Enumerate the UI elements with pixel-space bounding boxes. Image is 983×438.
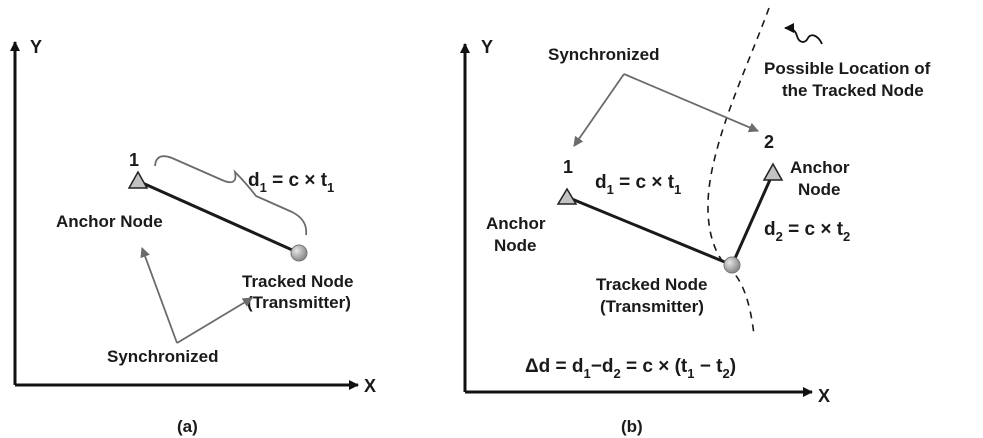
tracked-node-circle (723, 256, 741, 274)
anchor-node-label: Anchor Node (56, 212, 163, 231)
distance-2-equation: d2 = c × t2 (764, 219, 850, 244)
tracked-node-circle (290, 244, 308, 262)
anchor-node-triangle (127, 170, 149, 189)
synchronized-label: Synchronized (107, 347, 218, 366)
caption-a: (a) (177, 417, 198, 436)
caption-b: (b) (621, 417, 643, 436)
x-axis-label: X (364, 376, 376, 396)
anchor-node-1-triangle (556, 187, 578, 205)
squiggle-arrow (784, 23, 823, 45)
distance-brace (154, 155, 308, 236)
y-axis-label: Y (30, 37, 42, 57)
distance-line-1 (566, 195, 733, 267)
anchor-1-sublabel: Node (494, 236, 537, 255)
anchor-1-label: Anchor (486, 214, 546, 233)
hyperbola-curve (707, 7, 770, 336)
tracked-node-sublabel: (Transmitter) (247, 293, 351, 312)
distance-line (137, 179, 300, 255)
tracked-node-label: Tracked Node (596, 275, 708, 294)
anchor-node-2-triangle (762, 162, 784, 181)
y-axis-label: Y (481, 37, 493, 57)
delta-d-equation: Δd = d1−d2 = c × (t1 − t2) (525, 356, 736, 381)
sync-arrow-to-tracked (176, 297, 253, 344)
anchor-2-number: 2 (764, 132, 774, 152)
tracked-node-sublabel: (Transmitter) (600, 297, 704, 316)
possible-location-label: Possible Location of (764, 59, 931, 78)
possible-location-sublabel: the Tracked Node (782, 81, 924, 100)
tracked-node-label: Tracked Node (242, 272, 354, 291)
anchor-1-number: 1 (563, 157, 573, 177)
distance-equation: d1 = c × t1 (248, 170, 334, 195)
anchor-number: 1 (129, 150, 139, 170)
panel-b: Y X 1 2 Synchronized Possible Location o… (460, 7, 931, 436)
panel-a: Y X 1 d1 = c × t1 Anchor Node Tracked No… (10, 37, 376, 436)
sync-arrow-to-anchor-2 (623, 73, 759, 133)
anchor-2-sublabel: Node (798, 180, 841, 199)
sync-arrow-to-anchor-1 (573, 73, 625, 147)
x-axis-label: X (818, 386, 830, 406)
synchronized-label: Synchronized (548, 45, 659, 64)
sync-arrow-to-anchor (140, 247, 178, 344)
distance-1-equation: d1 = c × t1 (595, 172, 681, 197)
anchor-2-label: Anchor (790, 158, 850, 177)
distance-line-2 (730, 172, 775, 266)
